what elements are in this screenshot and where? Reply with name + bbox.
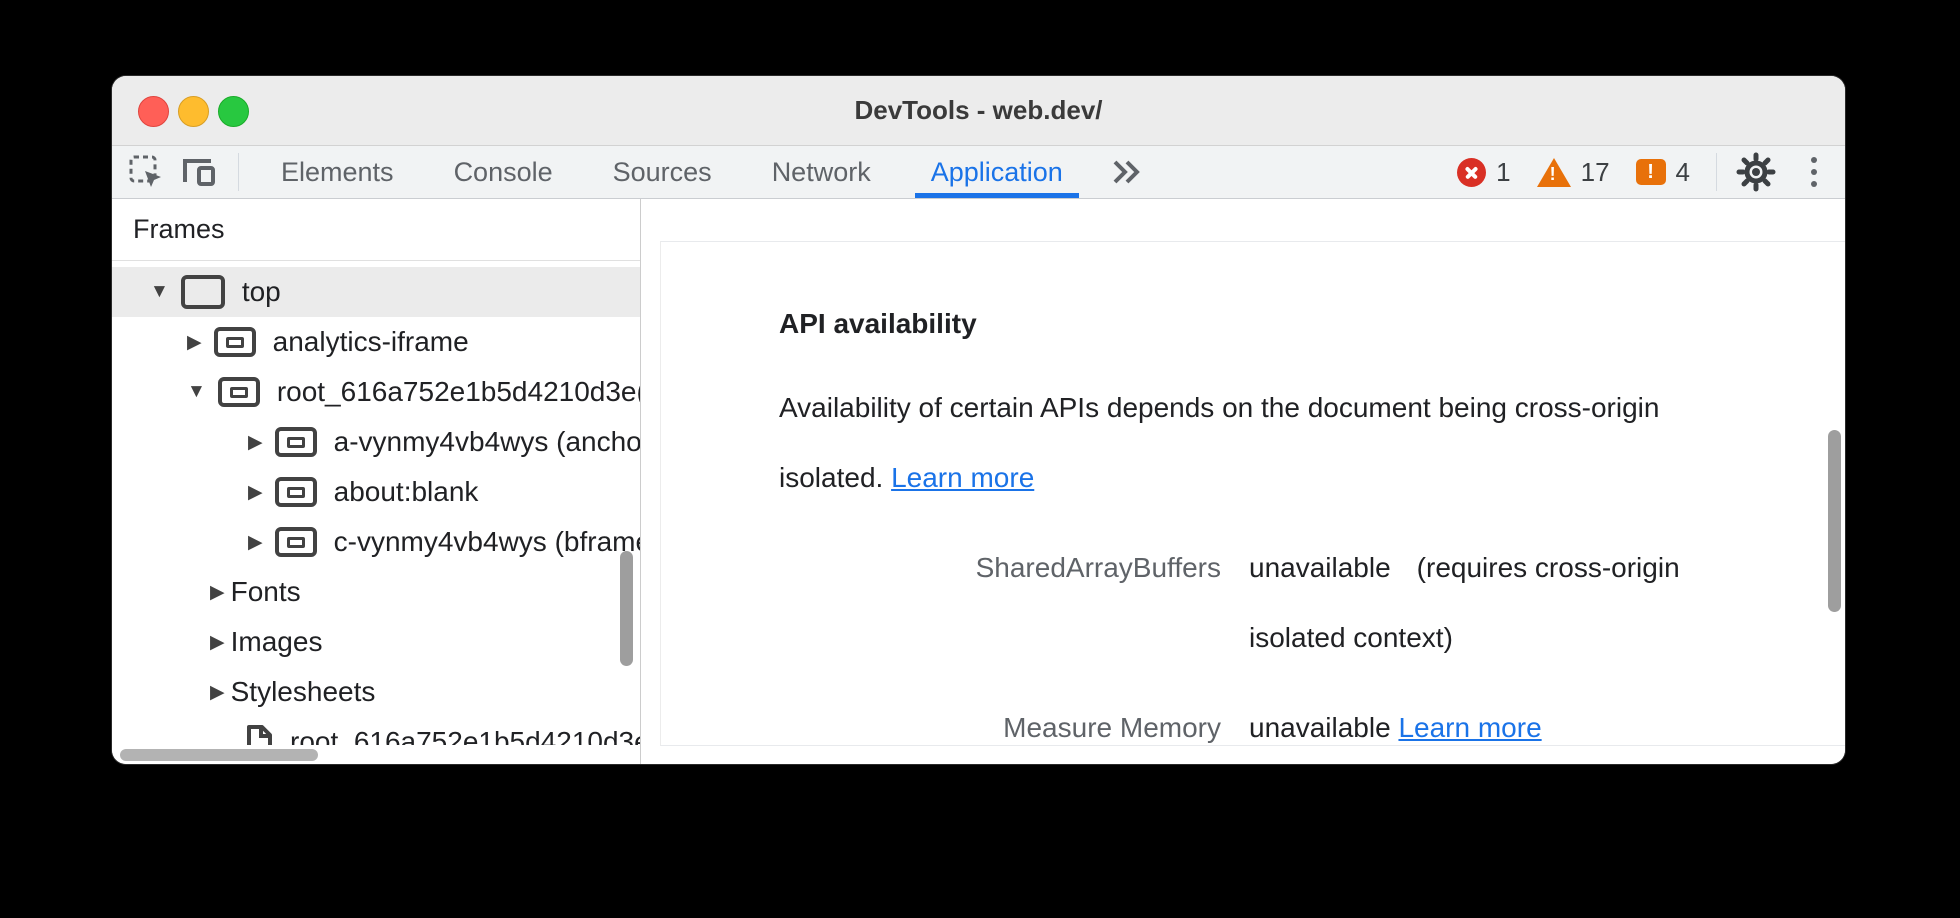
chevron-right-icon[interactable]: ▶ — [210, 681, 225, 703]
traffic-lights — [138, 96, 249, 127]
chevron-right-icon[interactable]: ▶ — [210, 581, 225, 603]
table-row: Measure Memory unavailable Learn more — [661, 693, 1845, 763]
toolbar-right-group: 1 17 4 — [1457, 151, 1845, 193]
api-availability-table: SharedArrayBuffers unavailable(requires … — [661, 533, 1845, 763]
api-availability-section: API availability Availability of certain… — [660, 241, 1845, 746]
sidebar-vertical-scrollbar[interactable] — [620, 551, 633, 666]
chevron-right-icon[interactable]: ▶ — [210, 631, 225, 653]
tab-elements[interactable]: Elements — [281, 156, 394, 187]
iframe-icon — [274, 477, 317, 507]
error-icon — [1457, 157, 1487, 187]
learn-more-link[interactable]: Learn more — [1398, 712, 1542, 743]
title-bar: DevTools - web.dev/ — [112, 76, 1845, 146]
devtools-window: DevTools - web.dev/ Elements Console Sou… — [112, 76, 1845, 764]
tree-item-stylesheets[interactable]: ▶ Stylesheets — [210, 676, 376, 707]
tab-console[interactable]: Console — [453, 156, 553, 187]
close-window-button[interactable] — [138, 96, 169, 127]
frames-tree: ▼ top ▶ analytics-iframe ▼ root_616a752e… — [112, 267, 640, 745]
more-tabs-icon[interactable] — [1109, 158, 1143, 186]
warning-count: 17 — [1580, 156, 1610, 187]
tree-item-root-document[interactable]: root_616a752e1b5d4210d3e — [112, 717, 640, 745]
warning-badge[interactable]: 17 — [1536, 156, 1610, 188]
error-badge[interactable]: 1 — [1457, 156, 1511, 188]
panel-tabs: Elements Console Sources Network Applica… — [251, 146, 1093, 198]
tab-network[interactable]: Network — [771, 156, 871, 187]
tab-application[interactable]: Application — [901, 146, 1093, 198]
tree-item-images[interactable]: ▶ Images — [210, 626, 323, 657]
api-status-note: (requires cross-origin isolated context) — [1249, 552, 1680, 653]
tree-item-top[interactable]: ▼ top — [112, 267, 640, 317]
tree-item-root-frame[interactable]: ▼ root_616a752e1b5d4210d3e( — [187, 376, 640, 407]
error-count: 1 — [1496, 156, 1511, 187]
inspect-element-icon[interactable] — [120, 146, 172, 198]
api-name-label: Measure Memory — [1003, 712, 1221, 743]
document-icon — [245, 725, 273, 745]
chevron-right-icon[interactable]: ▶ — [248, 431, 263, 453]
api-status-value: unavailable Learn more — [1249, 712, 1542, 743]
frames-header-label: Frames — [133, 214, 225, 244]
issues-badge[interactable]: 4 — [1635, 156, 1690, 188]
chevron-right-icon[interactable]: ▶ — [248, 531, 263, 553]
api-name-label: SharedArrayBuffers — [975, 552, 1221, 583]
tree-item-bframe[interactable]: ▶ c-vynmy4vb4wys (bframe) — [248, 526, 640, 557]
iframe-icon — [274, 527, 317, 557]
sidebar-horizontal-scrollbar[interactable] — [120, 749, 318, 761]
api-status-value: unavailable(requires cross-origin isolat… — [1249, 552, 1680, 653]
kebab-menu-icon[interactable] — [1811, 157, 1817, 187]
section-description: Availability of certain APIs depends on … — [779, 373, 1764, 513]
tab-sources[interactable]: Sources — [612, 156, 712, 187]
content-vertical-scrollbar[interactable] — [1828, 430, 1841, 612]
table-row: SharedArrayBuffers unavailable(requires … — [661, 533, 1845, 673]
settings-gear-icon[interactable] — [1735, 151, 1777, 193]
toggle-device-toolbar-icon[interactable] — [172, 146, 224, 198]
iframe-icon — [217, 377, 260, 407]
toolbar-separator — [238, 153, 239, 191]
application-panel-content: API availability Availability of certain… — [641, 199, 1845, 764]
frame-icon — [180, 275, 225, 309]
tree-item-about-blank[interactable]: ▶ about:blank — [248, 476, 479, 507]
tree-item-analytics-iframe[interactable]: ▶ analytics-iframe — [187, 326, 469, 357]
frames-sidebar: Frames ▼ top ▶ analytics-iframe ▼ root_6… — [112, 199, 641, 764]
chevron-right-icon[interactable]: ▶ — [187, 331, 202, 353]
minimize-window-button[interactable] — [178, 96, 209, 127]
chevron-down-icon[interactable]: ▼ — [187, 381, 206, 402]
frames-section-header[interactable]: Frames — [112, 199, 640, 261]
learn-more-link[interactable]: Learn more — [891, 462, 1035, 493]
warning-icon — [1536, 157, 1571, 187]
tree-item-fonts[interactable]: ▶ Fonts — [210, 576, 301, 607]
toolbar-separator-2 — [1716, 153, 1717, 191]
chevron-right-icon[interactable]: ▶ — [248, 481, 263, 503]
issues-icon — [1635, 159, 1666, 185]
devtools-toolbar: Elements Console Sources Network Applica… — [112, 146, 1845, 199]
issues-count: 4 — [1675, 156, 1690, 187]
tree-item-anchor-frame[interactable]: ▶ a-vynmy4vb4wys (anchor) — [248, 426, 640, 457]
zoom-window-button[interactable] — [218, 96, 249, 127]
iframe-icon — [213, 327, 256, 357]
iframe-icon — [274, 427, 317, 457]
chevron-down-icon[interactable]: ▼ — [150, 281, 169, 302]
section-heading: API availability — [779, 308, 977, 339]
window-title: DevTools - web.dev/ — [854, 95, 1103, 125]
description-text: Availability of certain APIs depends on … — [779, 392, 1660, 493]
